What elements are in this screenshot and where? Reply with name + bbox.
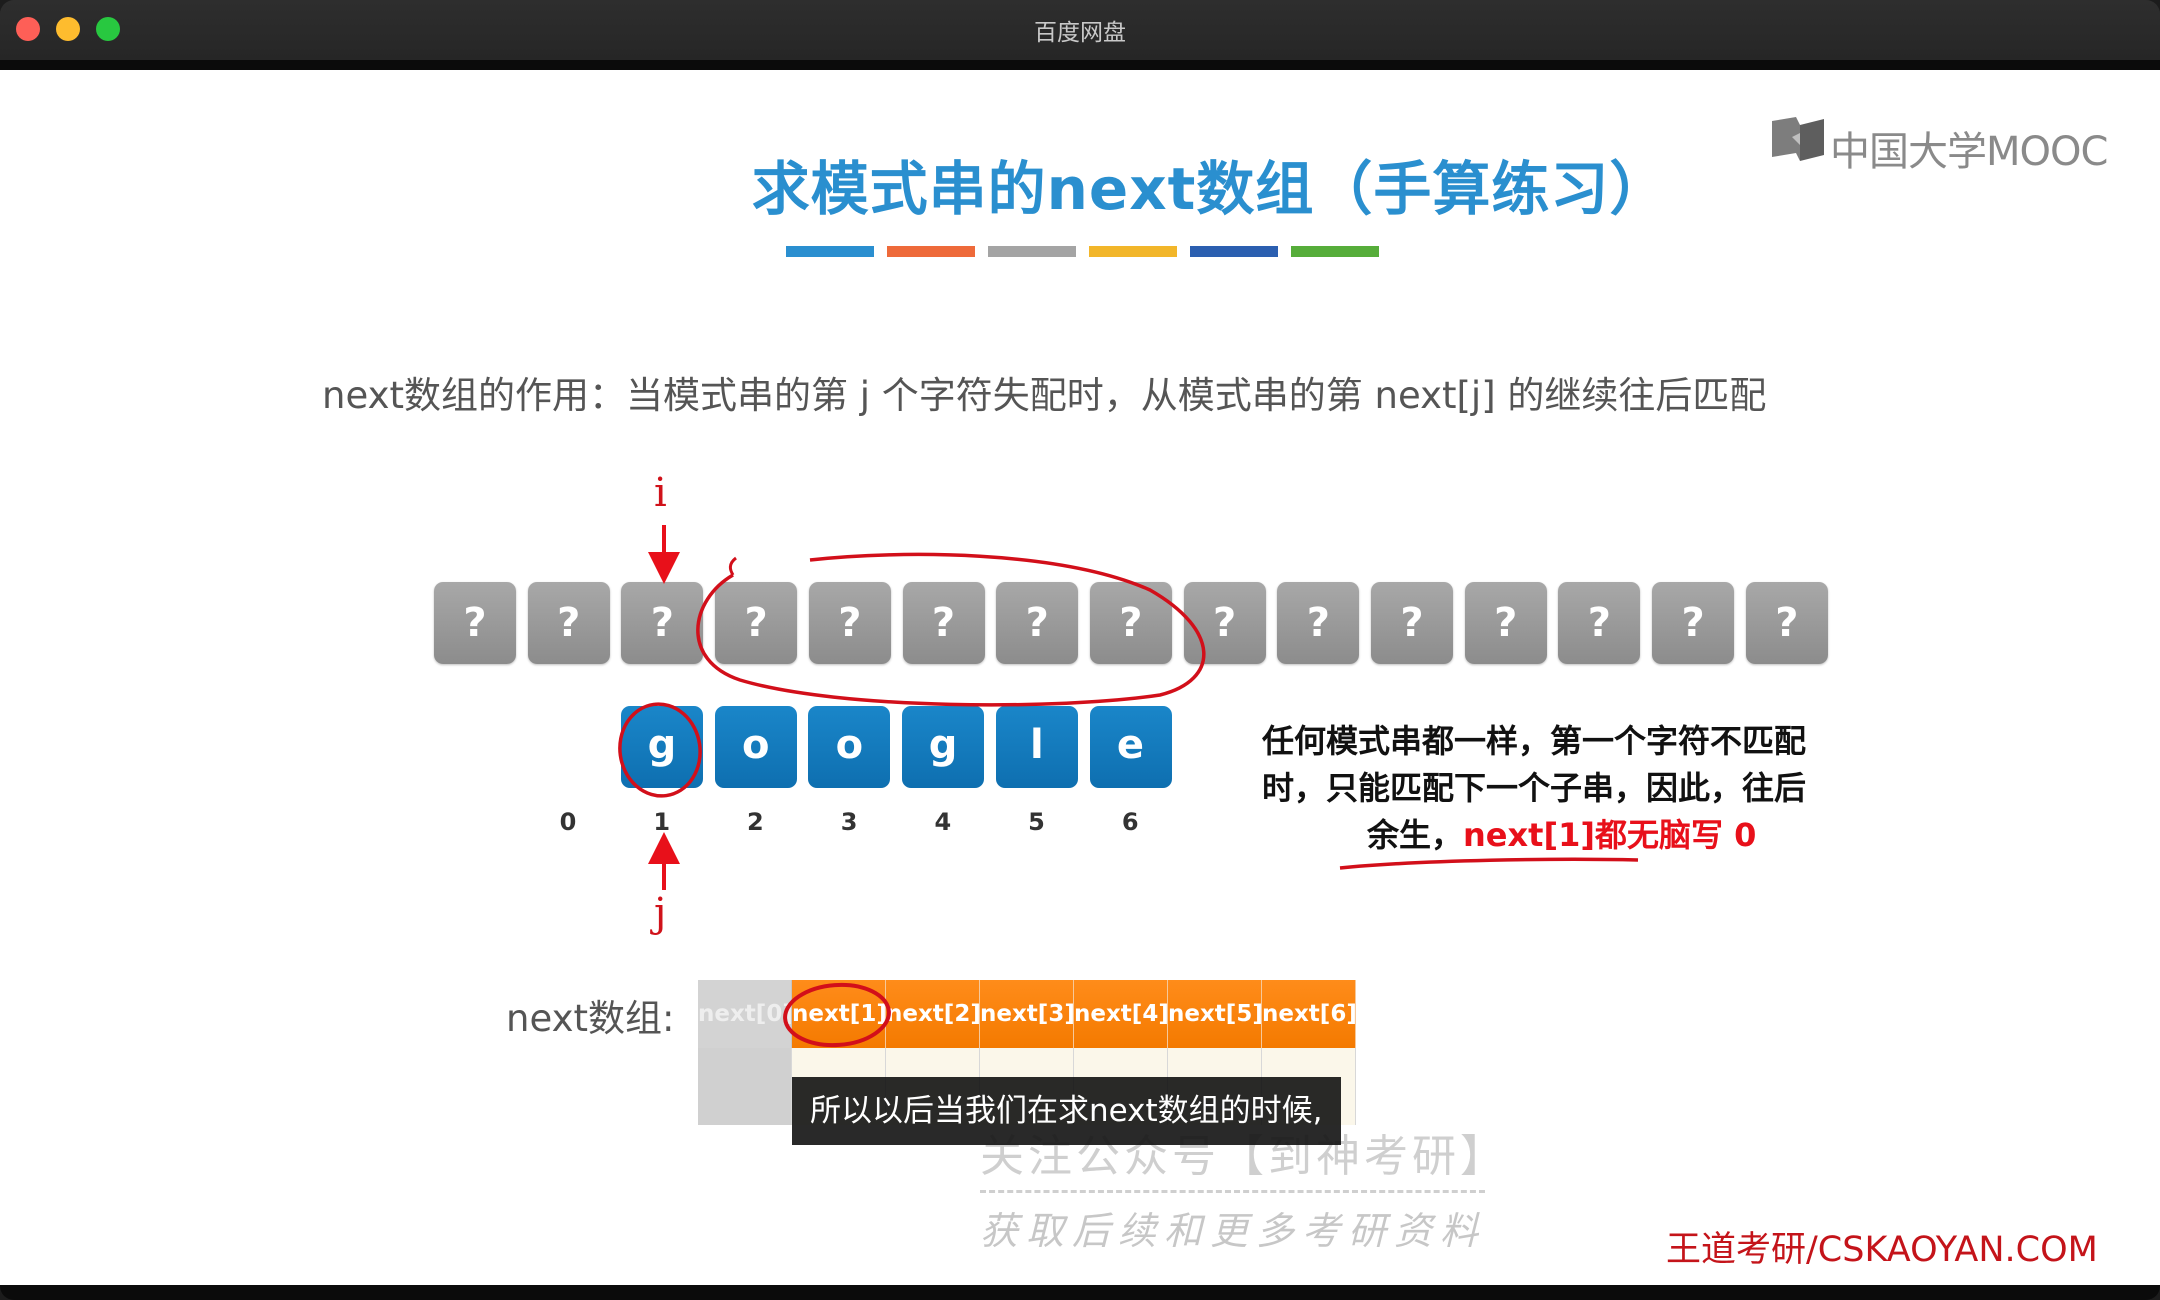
next-array-label: next数组: (506, 997, 675, 1040)
main-string-char: ? (1652, 582, 1735, 664)
next-value-cell[interactable] (698, 1048, 792, 1125)
note-line-2-prefix: 时， (1262, 769, 1327, 807)
maximize-window-button[interactable] (96, 17, 120, 41)
next-header-cell: next[0] (698, 980, 792, 1048)
next-header-cell: next[1] (792, 980, 886, 1048)
pattern-char: g (621, 706, 703, 788)
next-array-description: next数组的作用：当模式串的第 j 个字符失配时，从模式串的第 next[j]… (322, 374, 1767, 417)
next-header-cell: next[3] (980, 980, 1074, 1048)
main-string-char: ? (1371, 582, 1453, 664)
window-title: 百度网盘 (1034, 20, 1126, 46)
main-string-char: ? (902, 582, 985, 664)
title-stripe (1089, 246, 1177, 257)
circle-stroke-tail (728, 556, 737, 576)
pattern-index: 1 (653, 808, 671, 836)
main-string-char: ? (1745, 582, 1828, 664)
main-string-char: ? (527, 582, 610, 664)
pattern-index: 6 (1121, 808, 1139, 836)
main-string-char: ? (996, 582, 1079, 664)
main-string-char: ? (1183, 582, 1266, 664)
next-header-cell: next[6] (1262, 980, 1356, 1048)
watermark-line-2: 获取后续和更多考研资料 (980, 1209, 1487, 1253)
note-underlined-phrase: 只能匹配下一个子串 (1326, 769, 1615, 807)
main-string-char: ? (715, 582, 798, 664)
main-string-char: ? (1089, 582, 1172, 664)
title-stripe (887, 246, 975, 257)
footer-brand: 王道考研/CSKAOYAN.COM (1666, 1230, 2098, 1270)
next-header-cell: next[4] (1074, 980, 1168, 1048)
video-slide[interactable]: 求模式串的next数组（手算练习） 中国大学MOOC next数组的作用：当模式… (0, 70, 2160, 1285)
pattern-char: o (808, 706, 891, 788)
main-string-char: ? (434, 582, 516, 664)
pattern-char: o (714, 706, 797, 788)
note-line-3-prefix: 余生， (1367, 816, 1464, 854)
pattern-char: l (995, 706, 1078, 788)
main-string-char: ? (1277, 582, 1360, 664)
note-line-2: 时，只能匹配下一个子串，因此，往后 (1262, 765, 1862, 812)
main-string-char: ? (1558, 582, 1641, 664)
note-line-1: 任何模式串都一样，第一个字符不匹配 (1262, 722, 1807, 760)
note-line-3: 余生，next[1]都无脑写 0 (1262, 812, 1862, 859)
video-top-border (0, 60, 2160, 70)
next-header-cell: next[2] (886, 980, 980, 1048)
next-header-cell: next[5] (1168, 980, 1262, 1048)
pointer-j-label: j (654, 890, 667, 936)
pattern-index: 3 (840, 808, 858, 836)
title-stripe (1291, 246, 1379, 257)
video-bottom-border (0, 1285, 2160, 1300)
title-stripe (786, 246, 874, 257)
minimize-window-button[interactable] (56, 17, 80, 41)
main-string-char: ? (621, 582, 704, 664)
slide-title: 求模式串的next数组（手算练习） (751, 155, 1669, 223)
watermark-divider (980, 1190, 1485, 1193)
pointer-i-label: i (654, 470, 667, 516)
note-highlight-red: next[1]都无脑写 0 (1463, 816, 1757, 854)
pattern-index: 2 (747, 808, 764, 836)
note-line-2-suffix: ，因此，往后 (1614, 769, 1807, 807)
title-stripe (1190, 246, 1278, 257)
video-subtitle: 所以以后当我们在求next数组的时候, (792, 1077, 1341, 1145)
title-stripe (988, 246, 1076, 257)
close-window-button[interactable] (16, 17, 40, 41)
mooc-logo-text: 中国大学MOOC (1830, 129, 2108, 175)
main-string-char: ? (1464, 582, 1547, 664)
pattern-char: g (902, 706, 985, 788)
main-string-char: ? (808, 582, 891, 664)
mooc-logo: 中国大学MOOC (1770, 115, 2108, 175)
underline-annotation (1339, 857, 1639, 870)
pattern-index: 0 (559, 808, 577, 836)
pattern-index: 4 (934, 808, 952, 836)
pattern-char: e (1089, 706, 1172, 788)
explanation-note: 任何模式串都一样，第一个字符不匹配 时，只能匹配下一个子串，因此，往后 余生，n… (1262, 718, 1862, 859)
pattern-index: 5 (1028, 808, 1045, 836)
book-logo-icon (1772, 117, 1824, 161)
title-bar[interactable]: 百度网盘 (0, 0, 2160, 60)
